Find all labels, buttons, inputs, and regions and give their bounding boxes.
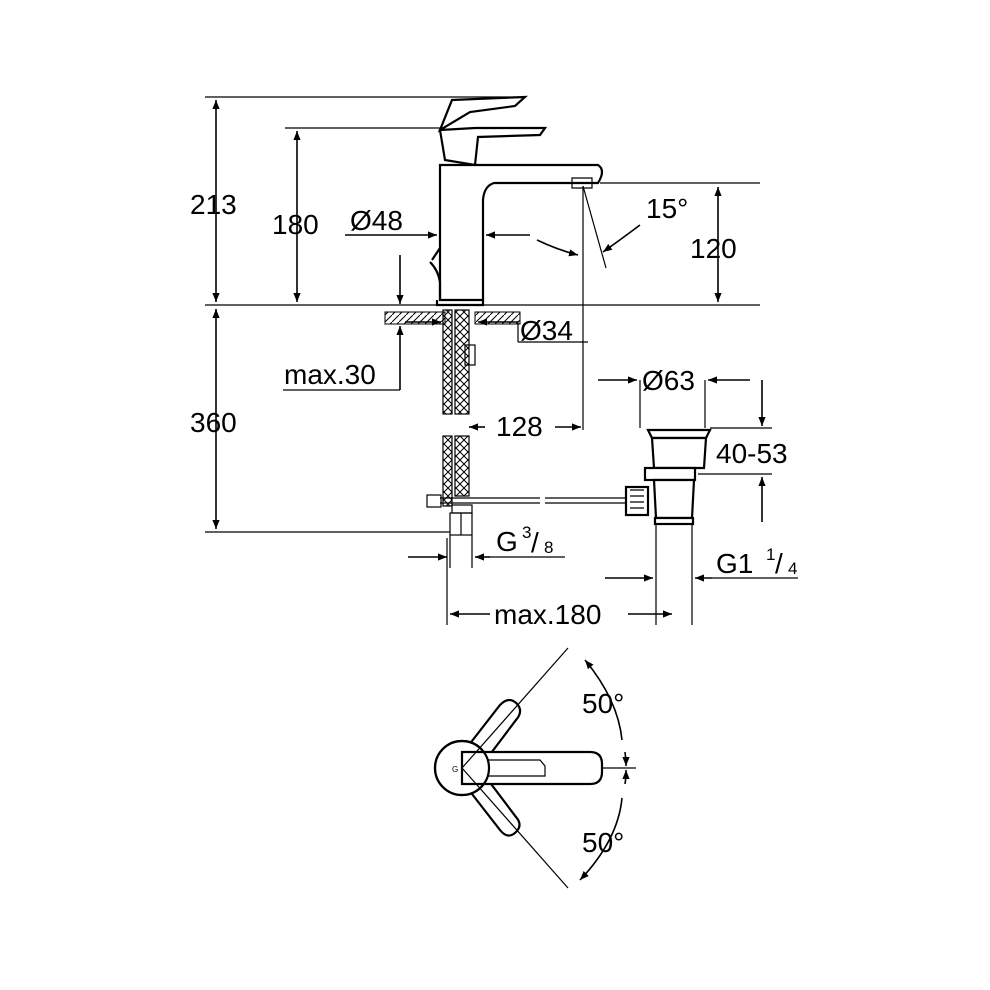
svg-text:3: 3 xyxy=(522,523,531,542)
lever xyxy=(438,126,548,167)
linkage-rod xyxy=(426,494,630,508)
svg-text:15°: 15° xyxy=(646,193,688,224)
svg-text:Ø34: Ø34 xyxy=(520,315,573,346)
dim-max-deck: max.30 xyxy=(283,255,404,391)
svg-text:128: 128 xyxy=(496,411,543,442)
svg-text:50°: 50° xyxy=(582,827,624,858)
dim-total-height: 213 xyxy=(190,96,520,302)
dim-max-rod: max.180 xyxy=(446,538,672,630)
svg-text:4: 4 xyxy=(788,559,797,578)
supply-hoses xyxy=(442,309,476,536)
svg-text:G: G xyxy=(496,526,518,557)
svg-text:/: / xyxy=(775,548,783,579)
dim-waste-diameter: Ø63 xyxy=(598,365,750,428)
faucet-body xyxy=(438,163,604,302)
dim-outlet-height: 120 xyxy=(600,182,760,302)
dim-connection-thread: G 3 / 8 xyxy=(408,523,565,568)
svg-text:G: G xyxy=(452,765,458,774)
lever-raised xyxy=(437,95,529,133)
dim-below-deck: 360 xyxy=(190,309,450,533)
svg-text:50°: 50° xyxy=(582,688,624,719)
svg-text:180: 180 xyxy=(272,209,319,240)
dim-spray-angle: 15° xyxy=(536,185,688,430)
svg-text:1: 1 xyxy=(766,545,775,564)
svg-text:max.30: max.30 xyxy=(284,359,376,390)
svg-text:Ø63: Ø63 xyxy=(642,365,695,396)
svg-text:Ø48: Ø48 xyxy=(350,205,403,236)
faucet-top-view: G 50° 50° xyxy=(433,647,636,889)
dim-spout-reach: 128 xyxy=(469,411,581,442)
svg-text:max.180: max.180 xyxy=(494,599,601,630)
svg-text:213: 213 xyxy=(190,189,237,220)
svg-text:120: 120 xyxy=(690,233,737,264)
dim-body-diameter: Ø48 xyxy=(345,205,530,239)
popup-waste xyxy=(624,428,712,526)
svg-text:G1: G1 xyxy=(716,548,753,579)
aerator xyxy=(571,177,593,189)
dim-spout-height: 180 xyxy=(272,127,440,302)
dim-hole-diameter: Ø34 xyxy=(405,315,588,346)
svg-text:40-53: 40-53 xyxy=(716,438,788,469)
dim-waste-thread: G1 1 / 4 xyxy=(605,524,798,625)
lever-center xyxy=(460,750,604,786)
popup-rod xyxy=(429,247,442,300)
dim-waste-range: 40-53 xyxy=(698,380,788,522)
faucet-side-view xyxy=(429,95,604,307)
svg-text:/: / xyxy=(531,527,539,558)
svg-text:8: 8 xyxy=(544,538,553,557)
svg-text:360: 360 xyxy=(190,407,237,438)
